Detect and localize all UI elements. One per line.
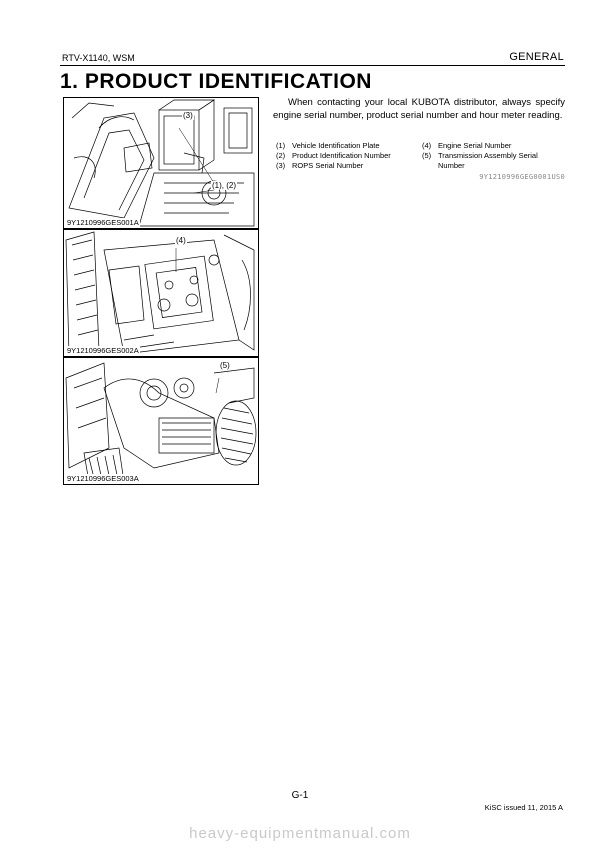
- header-rule: [60, 65, 565, 66]
- page-number: G-1: [291, 790, 309, 801]
- legend-item-2: (2)Product Identification Number: [276, 151, 391, 160]
- legend-item-5: (5)Transmission Assembly Serial: [422, 151, 538, 160]
- figure-3: (5) 9Y1210996GES003A: [63, 357, 259, 485]
- figure-3-callout-5: (5): [219, 361, 231, 370]
- issue-info: KiSC issued 11, 2015 A: [484, 803, 563, 812]
- figure-1-drawing: [68, 99, 255, 227]
- figure-1-code: 9Y1210996GES001A: [66, 218, 140, 227]
- figure-3-code: 9Y1210996GES003A: [66, 474, 140, 483]
- figure-3-drawing: [65, 362, 257, 483]
- figure-1: (3) (1), (2) 9Y1210996GES001A: [63, 97, 259, 229]
- figure-1-callout-3: (3): [182, 111, 194, 120]
- page-title: 1. PRODUCT IDENTIFICATION: [60, 70, 372, 93]
- figure-2: (4) 9Y1210996GES002A: [63, 229, 259, 357]
- watermark-site: heavy-equipmentmanual.com: [189, 825, 411, 842]
- header-section: GENERAL: [509, 51, 564, 63]
- legend-item-1: (1)Vehicle Identification Plate: [276, 141, 380, 150]
- figure-2-drawing: [65, 231, 255, 355]
- intro-paragraph: When contacting your local KUBOTA distri…: [273, 97, 565, 122]
- legend-item-5-continued: Number: [438, 161, 465, 170]
- legend-item-3: (3)ROPS Serial Number: [276, 161, 364, 170]
- figure-2-code: 9Y1210996GES002A: [66, 346, 140, 355]
- legend-item-4: (4)Engine Serial Number: [422, 141, 512, 150]
- intro-text: When contacting your local KUBOTA distri…: [273, 97, 565, 121]
- legend-left-column: (1)Vehicle Identification Plate (2)Produ…: [276, 141, 391, 171]
- document-code: 9Y1210996GEG0001US0: [479, 173, 565, 181]
- header-model: RTV-X1140, WSM: [62, 53, 135, 63]
- figure-2-callout-4: (4): [175, 236, 187, 245]
- legend-right-column: (4)Engine Serial Number (5)Transmission …: [422, 141, 538, 171]
- figure-1-callout-1-2: (1), (2): [211, 181, 237, 190]
